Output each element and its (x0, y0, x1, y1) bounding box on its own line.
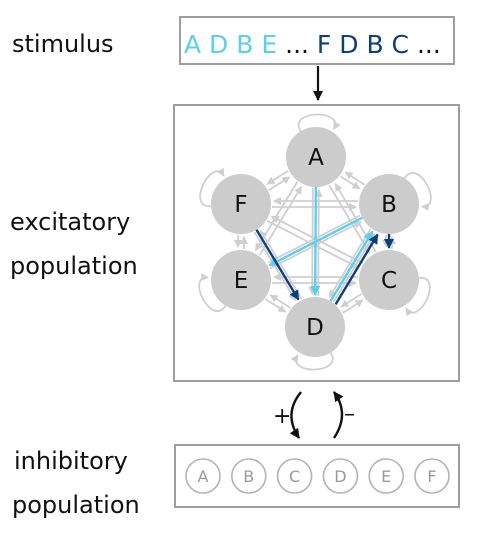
connection-edge (265, 298, 287, 313)
self-loop-B (403, 171, 432, 211)
excitatory-node-label: B (381, 192, 397, 218)
excitatory-node-C: C (359, 250, 419, 310)
self-loop-D (290, 352, 334, 371)
stimulus-symbol: B (359, 30, 384, 59)
connection-edge (342, 299, 364, 314)
inhibitory-node-label: D (334, 467, 346, 486)
stimulus-symbol: E (253, 30, 277, 59)
self-connections (198, 113, 432, 371)
inhibitory-nodes: A B C D E F (185, 458, 450, 494)
self-loop-F (199, 167, 225, 208)
inhibitory-node-label: B (243, 467, 254, 486)
stimulus-symbol: ... (409, 30, 441, 59)
connection-edge (258, 185, 303, 256)
connection-edge (266, 170, 289, 185)
excitatory-label: excitatory population (10, 200, 138, 288)
excitatory-node-F: F (211, 174, 271, 234)
excitatory-node-label: F (234, 192, 247, 218)
connection-edge (253, 231, 297, 302)
excitatory-node-A: A (286, 127, 346, 187)
inhibitory-node-D: D (322, 458, 359, 494)
excitatory-to-inhibitory-arrow (289, 391, 302, 439)
self-loop-E (198, 273, 227, 313)
stimulus-symbol: ... (277, 30, 309, 59)
inhibitory-node-A: A (185, 458, 221, 494)
stimulus-label: stimulus (12, 30, 114, 58)
connection-edge (339, 175, 361, 190)
inhibitory-node-E: E (368, 458, 405, 494)
inhibitory-label-line2: population (12, 491, 140, 519)
excitatory-node-D: D (285, 297, 345, 357)
highlighted-edge-B-E (268, 216, 363, 267)
self-loop-C (405, 276, 431, 317)
inhibitory-box (174, 444, 460, 508)
plus-sign: + (273, 404, 291, 429)
excitatory-node-E: E (211, 250, 271, 310)
excitatory-label-line1: excitatory (10, 208, 131, 236)
inhibitory-node-label: F (427, 467, 436, 486)
stimulus-symbol: C (384, 30, 409, 59)
stimulus-symbol: D (201, 30, 228, 59)
self-loop-A (297, 113, 341, 132)
highlighted-edge-F-D (255, 229, 300, 301)
inhibitory-node-label: A (198, 467, 209, 486)
excitatory-label-line2: population (10, 252, 138, 280)
connection-edge (344, 171, 366, 186)
stimulus-symbol: F (309, 30, 331, 59)
excitatory-node-label: E (234, 268, 249, 294)
stimulus-box (179, 16, 455, 65)
minus-sign: – (344, 402, 355, 427)
stimulus-symbol: B (228, 30, 253, 59)
excitatory-node-B: B (359, 174, 419, 234)
excitatory-node-label: D (306, 315, 324, 341)
excitatory-nodes: A B C D E F (211, 127, 419, 357)
inhibitory-label-line1: inhibitory (14, 447, 128, 475)
connection-edge (340, 293, 362, 308)
inhibitory-node-C: C (276, 458, 313, 494)
inhibitory-label: inhibitory population (12, 439, 140, 527)
learned-connections (255, 186, 394, 306)
highlighted-edge-D-B (334, 233, 379, 306)
connection-edge (268, 176, 291, 191)
stimulus-symbol: A (184, 30, 201, 59)
highlighted-edge-D-B (329, 230, 374, 302)
inhibitory-node-label: C (289, 467, 300, 486)
excitatory-node-label: C (381, 268, 397, 294)
connection-edge (269, 294, 291, 309)
inhibitory-to-excitatory-arrow (332, 391, 344, 439)
inhibitory-node-F: F (414, 458, 450, 494)
stimulus-sequence: A D B E ... F D B C ... (184, 30, 441, 59)
stimulus-symbol: D (331, 30, 358, 59)
excitatory-node-label: A (308, 145, 324, 171)
inhibitory-node-label: E (381, 467, 391, 486)
inhibitory-node-B: B (231, 458, 267, 494)
